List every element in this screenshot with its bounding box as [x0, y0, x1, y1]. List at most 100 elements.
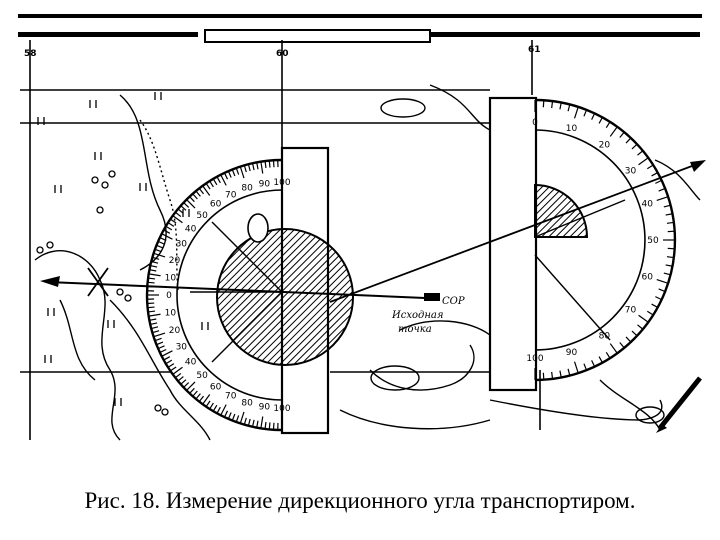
protractor-scale-label: 60 [210, 200, 222, 210]
protractor-tick [149, 269, 157, 272]
protractor-scale-label: 90 [259, 179, 271, 189]
protractor-tick [159, 348, 167, 354]
protractor-tick [223, 172, 229, 180]
protractor-tick [167, 222, 175, 227]
protractor-tick [165, 359, 173, 365]
protractor-tick [150, 322, 158, 326]
protractor-tick [567, 368, 571, 376]
protractor-tick [591, 113, 596, 120]
protractor-tick [567, 104, 571, 112]
left-protractor-ticks [147, 160, 283, 430]
right-protractor-ticks [534, 100, 675, 380]
protractor-tick [147, 277, 156, 280]
protractor-tick [189, 196, 195, 203]
protractor-scale-label: 40 [641, 200, 653, 210]
protractor-tick [150, 264, 158, 268]
protractor-scale-label: 20 [169, 256, 181, 266]
protractor-tick [251, 419, 255, 427]
protractor-scale-label: 90 [566, 348, 578, 358]
protractor-tick [172, 215, 183, 224]
protractor-tick [656, 196, 669, 202]
protractor-tick [180, 205, 187, 211]
direction-line-right [329, 160, 706, 303]
protractor-tick [235, 167, 240, 175]
protractor-tick [573, 106, 579, 119]
protractor-tick [212, 178, 218, 186]
protractor-tick [223, 410, 229, 418]
protractor-tick [663, 272, 671, 276]
protractor-tick [625, 336, 632, 343]
protractor-tick [583, 109, 588, 117]
protractor-tick [247, 164, 251, 172]
protractor-tick [209, 402, 214, 410]
protractor-scale-label: 50 [196, 371, 208, 381]
left-protractor-ruler [280, 146, 330, 435]
protractor-tick [216, 406, 221, 414]
protractor-tick [638, 314, 649, 323]
protractor-scale-label: 30 [176, 342, 188, 352]
protractor-tick [231, 413, 236, 421]
protractor-tick [264, 421, 267, 430]
protractor-tick [205, 183, 211, 190]
protractor-tick [195, 393, 201, 400]
protractor-tick [209, 180, 214, 188]
protractor-tick [154, 248, 162, 253]
protractor-tick [172, 366, 183, 375]
grid-label-61: 61 [528, 45, 541, 55]
protractor-scale-label: 0 [166, 291, 172, 301]
protractor-tick [264, 160, 267, 169]
protractor-tick [163, 356, 171, 361]
protractor-tick [153, 332, 166, 338]
protractor-scale-label: 30 [176, 240, 188, 250]
protractor-scale-label: 50 [196, 211, 208, 221]
protractor-tick [619, 342, 625, 349]
protractor-tick [646, 164, 654, 170]
protractor-tick [180, 379, 187, 385]
protractor-tick [239, 411, 245, 424]
protractor-tick [658, 288, 666, 293]
protractor-tick [583, 363, 588, 371]
protractor-tick [151, 260, 159, 264]
protractor-tick [177, 208, 184, 214]
protractor-tick [605, 351, 611, 359]
protractor-tick [247, 418, 251, 426]
protractor-tick [161, 233, 173, 240]
protractor-tick [619, 131, 625, 138]
figure-caption: Рис. 18. Измерение дирекционного угла тр… [84, 488, 636, 513]
protractor-tick [170, 366, 177, 372]
protractor-tick [165, 225, 173, 231]
protractor-tick [655, 296, 662, 301]
protractor-tick [149, 318, 157, 321]
protractor-scale-label: 20 [599, 141, 611, 151]
protractor-tick [598, 117, 603, 124]
protractor-tick [598, 356, 603, 363]
protractor-tick [159, 236, 167, 242]
dotted-trail [139, 119, 179, 291]
left-protractor-hole [247, 213, 269, 243]
protractor-tick [655, 179, 662, 184]
top-frame [18, 14, 702, 43]
protractor-scale-label: 60 [210, 382, 222, 392]
protractor-tick [573, 361, 579, 374]
protractor-tick [631, 143, 638, 150]
protractor-scale-label: 40 [185, 225, 197, 235]
protractor-tick [551, 371, 554, 379]
protractor-tick [651, 303, 658, 308]
protractor-tick [192, 193, 198, 200]
protractor-tick [174, 372, 182, 379]
protractor-tick [152, 256, 160, 260]
protractor-tick [658, 187, 666, 192]
protractor-scale-label: 80 [241, 398, 253, 408]
protractor-tick [186, 199, 196, 209]
protractor-tick [216, 176, 221, 184]
protractor-tick [551, 101, 554, 109]
protractor-tick [638, 157, 649, 166]
protractor-tick [189, 387, 195, 394]
protractor-tick [243, 165, 247, 173]
protractor-tick [154, 337, 162, 342]
protractor-tick [666, 221, 674, 224]
protractor-scale-label: 70 [625, 305, 637, 315]
protractor-tick [167, 363, 175, 368]
protractor-scale-label: 80 [241, 184, 253, 194]
